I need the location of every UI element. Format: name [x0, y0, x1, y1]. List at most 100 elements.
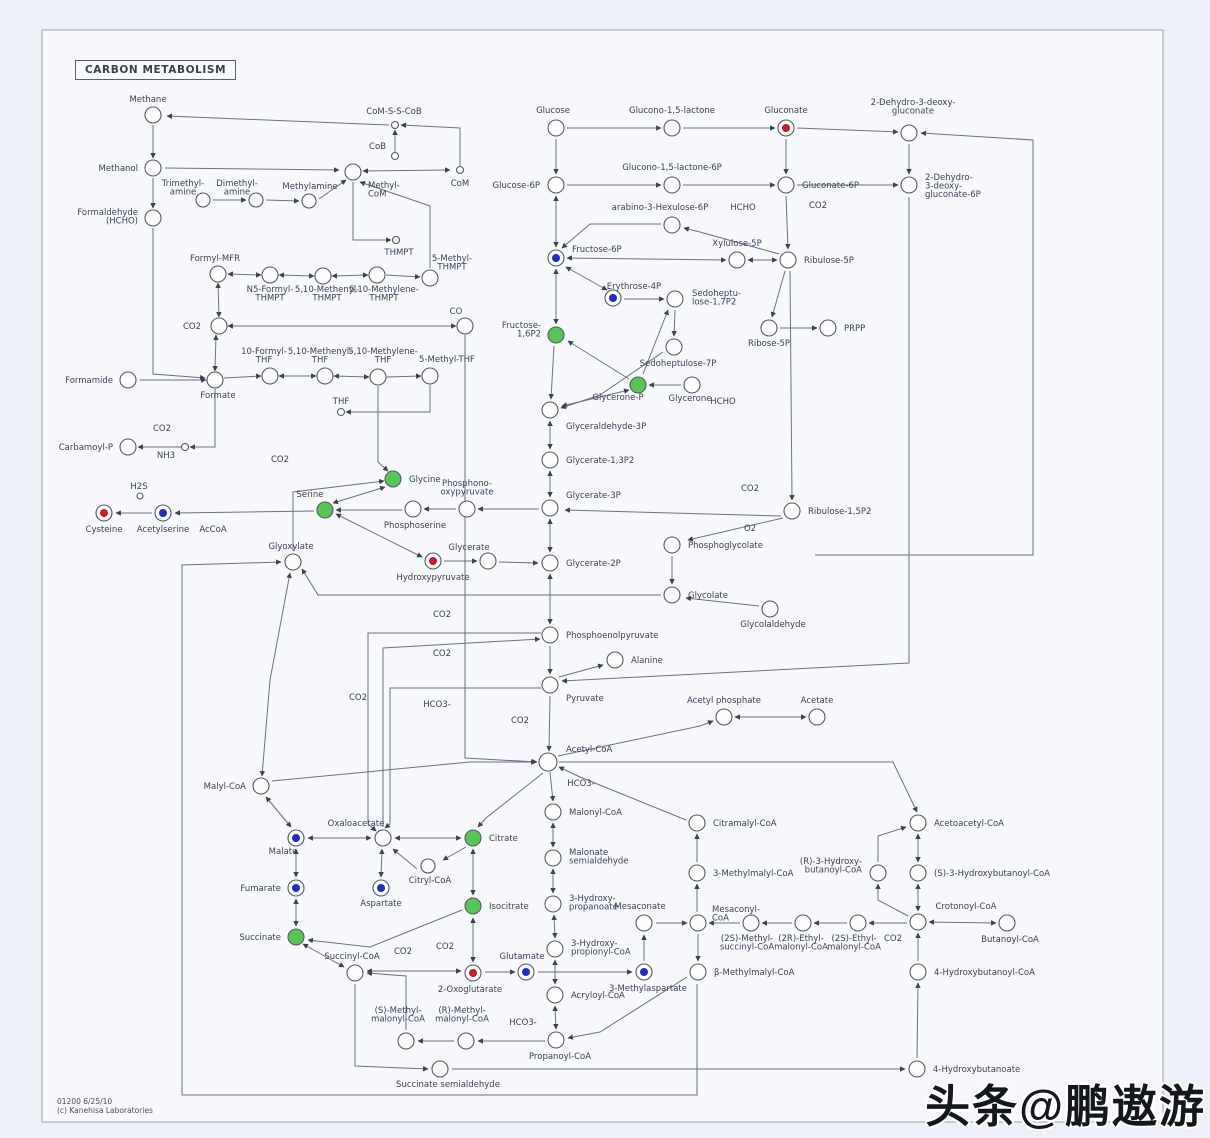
compound-node-methyl_thmpt[interactable]: [421, 269, 439, 287]
compound-node-glycerone[interactable]: [683, 376, 701, 394]
compound-node-glycine[interactable]: [384, 470, 402, 488]
compound-node-hb4_coa[interactable]: [909, 963, 927, 981]
compound-node-formate[interactable]: [206, 371, 224, 389]
compound-node-glucono_lactone[interactable]: [663, 119, 681, 137]
compound-node-methyl_com[interactable]: [344, 163, 362, 181]
compound-node-acryloyl_coa[interactable]: [546, 986, 564, 1004]
compound-node-s_mm_coa[interactable]: [397, 1032, 415, 1050]
compound-node-mesaconate[interactable]: [635, 914, 653, 932]
compound-node-hp_coa[interactable]: [546, 940, 564, 958]
compound-node-malonate_semiald[interactable]: [544, 849, 562, 867]
compound-node-methylene_thf[interactable]: [369, 368, 387, 386]
compound-node-methylmalyl3[interactable]: [688, 864, 706, 882]
compound-node-succ_semiald[interactable]: [431, 1060, 449, 1078]
compound-node-succinate[interactable]: [287, 928, 305, 946]
compound-node-fbp[interactable]: [547, 326, 565, 344]
compound-node-methylsuccinyl[interactable]: [742, 914, 760, 932]
compound-node-glycerone_p[interactable]: [629, 376, 647, 394]
compound-node-methenyl_thmpt[interactable]: [314, 267, 332, 285]
compound-node-rubp[interactable]: [783, 502, 801, 520]
compound-node-trimethylamine[interactable]: [195, 192, 211, 208]
reaction-edge: [561, 388, 630, 408]
compound-node-formaldehyde[interactable]: [144, 209, 162, 227]
compound-node-oxaloacetate[interactable]: [374, 829, 392, 847]
compound-node-hb4[interactable]: [908, 1060, 926, 1078]
compound-node-com[interactable]: [455, 165, 465, 175]
compound-node-acetoacetyl[interactable]: [909, 814, 927, 832]
compound-node-carbamoyl_p[interactable]: [119, 438, 137, 456]
compound-node-ribulose5p[interactable]: [779, 251, 797, 269]
compound-node-succinyl_coa[interactable]: [346, 964, 364, 982]
compound-node-sed7p[interactable]: [665, 338, 683, 356]
compound-node-acetate[interactable]: [808, 708, 826, 726]
compound-node-citramalyl_coa[interactable]: [688, 814, 706, 832]
compound-node-gluconate6p[interactable]: [777, 176, 795, 194]
compound-node-pg2[interactable]: [541, 554, 559, 572]
compound-node-methylamine[interactable]: [301, 193, 317, 209]
compound-node-formyl_thf[interactable]: [261, 367, 279, 385]
compound-node-methenyl_thf[interactable]: [316, 367, 334, 385]
compound-node-g3p[interactable]: [541, 401, 559, 419]
compound-node-h2s_c[interactable]: [136, 492, 144, 500]
compound-node-co2_node[interactable]: [210, 317, 228, 335]
compound-node-glycolate[interactable]: [663, 586, 681, 604]
compound-node-glycolaldehyde[interactable]: [761, 600, 779, 618]
compound-node-carb_c[interactable]: [180, 442, 190, 452]
compound-node-xylulose5p[interactable]: [728, 251, 746, 269]
compound-node-butanoyl[interactable]: [998, 914, 1016, 932]
compound-node-glycerate[interactable]: [479, 552, 497, 570]
compound-node-kdpg[interactable]: [900, 176, 918, 194]
compound-node-propanoyl_coa[interactable]: [547, 1031, 565, 1049]
compound-node-s3hb[interactable]: [909, 864, 927, 882]
compound-node-thf_c[interactable]: [336, 407, 346, 417]
compound-node-pglycolate[interactable]: [663, 536, 681, 554]
compound-node-s_ethylmalonyl[interactable]: [849, 914, 867, 932]
reaction-edge: [442, 846, 467, 861]
compound-node-citryl_coa[interactable]: [420, 858, 436, 874]
compound-node-kdg[interactable]: [900, 124, 918, 142]
compound-node-glyoxylate[interactable]: [284, 553, 302, 571]
compound-node-formyl_mfr[interactable]: [209, 265, 227, 283]
compound-node-pep[interactable]: [541, 626, 559, 644]
compound-node-r_mm_coa[interactable]: [457, 1032, 475, 1050]
compound-node-beta_mm[interactable]: [689, 963, 707, 981]
compound-node-phosphoserine[interactable]: [404, 500, 422, 518]
compound-node-formamide[interactable]: [119, 371, 137, 389]
compound-node-ribose5p[interactable]: [760, 319, 778, 337]
compound-node-isocitrate[interactable]: [464, 897, 482, 915]
compound-node-acetyl_coa[interactable]: [538, 752, 558, 772]
compound-node-r_ethylmalonyl[interactable]: [794, 914, 812, 932]
compound-node-crotonoyl[interactable]: [909, 913, 927, 931]
compound-node-glucono_lactone6p[interactable]: [663, 176, 681, 194]
compound-node-prpp[interactable]: [819, 319, 837, 337]
compound-node-glucose[interactable]: [547, 119, 565, 137]
compound-node-thmpt_c[interactable]: [391, 235, 401, 245]
compound-node-mesaconyl_coa[interactable]: [689, 914, 707, 932]
compound-node-co_node[interactable]: [456, 317, 474, 335]
cofactor-label: CO2: [741, 484, 759, 494]
compound-node-malonyl_coa[interactable]: [544, 803, 562, 821]
compound-node-alanine[interactable]: [606, 651, 624, 669]
compound-node-bpg[interactable]: [541, 451, 559, 469]
compound-node-citrate[interactable]: [464, 829, 482, 847]
compound-label-acetyl_p: Acetyl phosphate: [687, 696, 761, 706]
compound-node-cob[interactable]: [390, 151, 400, 161]
compound-node-sed_bp[interactable]: [666, 290, 684, 308]
compound-node-methane[interactable]: [144, 106, 162, 124]
compound-node-comssob[interactable]: [390, 120, 400, 130]
compound-node-hydroxypropanoate[interactable]: [544, 895, 562, 913]
compound-node-malyl_coa[interactable]: [252, 777, 270, 795]
compound-node-serine[interactable]: [316, 501, 334, 519]
compound-node-dimethylamine[interactable]: [248, 192, 264, 208]
compound-node-phosphonooxy[interactable]: [458, 500, 476, 518]
compound-node-methylene_thmpt[interactable]: [368, 266, 386, 284]
compound-node-formyl_thmpt[interactable]: [261, 266, 279, 284]
compound-node-r3hb[interactable]: [869, 864, 887, 882]
compound-node-hexulose6p[interactable]: [663, 216, 681, 234]
compound-node-acetyl_p[interactable]: [715, 708, 733, 726]
compound-node-methyl_thf[interactable]: [421, 367, 439, 385]
compound-node-methanol[interactable]: [144, 159, 162, 177]
compound-node-pg3[interactable]: [541, 499, 559, 517]
compound-node-glucose6p[interactable]: [547, 176, 565, 194]
compound-node-pyruvate[interactable]: [541, 676, 559, 694]
